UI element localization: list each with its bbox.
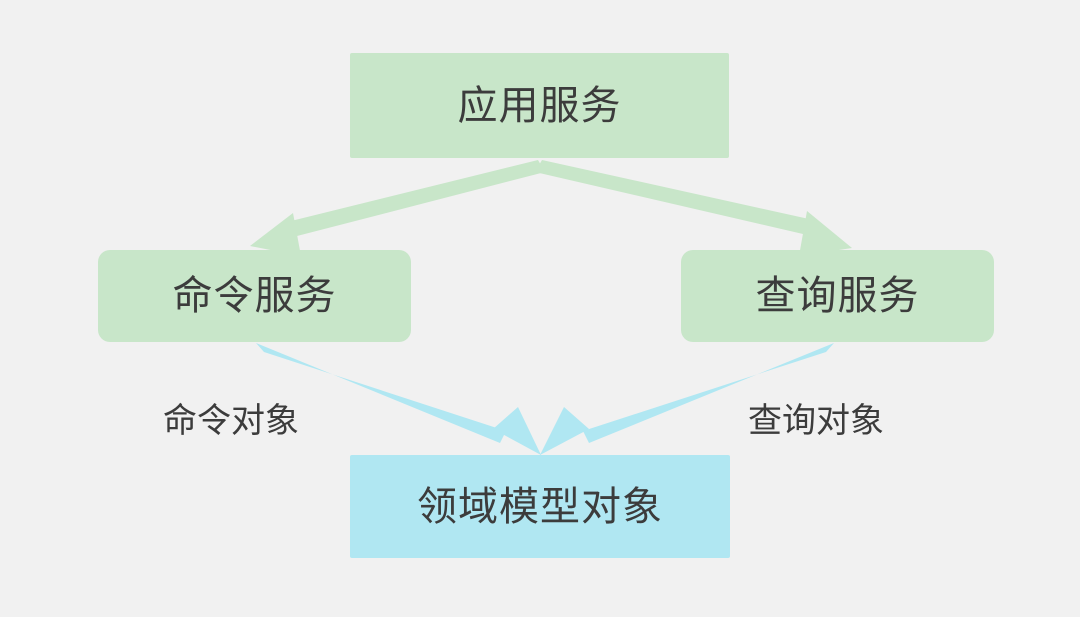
edge-query-to-domain-arrowhead <box>540 407 589 455</box>
edge-command-to-domain-arrowhead <box>493 407 541 455</box>
node-command-service-label: 命令服务 <box>172 274 337 318</box>
edge-query-to-domain <box>540 343 834 455</box>
node-command-service[interactable]: 命令服务 <box>98 250 411 342</box>
edge-command-to-domain-line <box>256 343 506 443</box>
edge-label-query-object: 查询对象 <box>748 402 884 440</box>
edge-app-to-command-arrowhead <box>250 213 301 256</box>
node-query-service-label: 查询服务 <box>755 274 920 318</box>
node-app-service-label: 应用服务 <box>457 83 622 128</box>
node-domain-model-object[interactable]: 领域模型对象 <box>350 455 730 558</box>
node-domain-model-object-label: 领域模型对象 <box>417 484 663 529</box>
node-app-service[interactable]: 应用服务 <box>350 53 729 158</box>
edge-app-to-query-arrowhead <box>799 211 852 256</box>
edge-app-to-query-line <box>535 160 809 234</box>
node-query-service[interactable]: 查询服务 <box>681 250 994 342</box>
edge-app-to-command <box>250 160 545 256</box>
edge-app-to-query <box>535 160 852 256</box>
edge-app-to-command-line <box>291 160 545 236</box>
edge-label-command-object: 命令对象 <box>163 402 299 440</box>
edge-command-to-domain <box>256 343 541 455</box>
edge-query-to-domain-line <box>583 343 834 443</box>
